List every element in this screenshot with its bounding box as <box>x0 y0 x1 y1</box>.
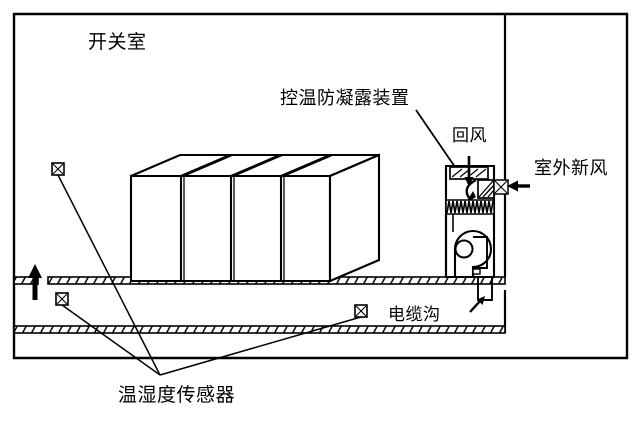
leader-sensor-3 <box>159 316 362 376</box>
fresh-air-damper <box>465 178 509 203</box>
room-label: 开关室 <box>88 31 147 53</box>
air-handling-unit <box>444 156 509 301</box>
trench-leader-arrow <box>469 296 485 313</box>
sensor-label: 温湿度传感器 <box>118 384 236 406</box>
leader-sensor-2 <box>61 304 161 376</box>
sensor-marker-trench-left <box>55 292 69 306</box>
sensor-marker-wall-upper <box>51 162 65 176</box>
supply-air-duct <box>472 268 493 301</box>
sensor-marker-trench-right <box>354 304 368 318</box>
return-air-label: 回风 <box>452 126 487 146</box>
airflow-arrows <box>28 180 530 313</box>
leader-device <box>415 109 456 168</box>
sensor-markers <box>51 162 368 318</box>
heating-cooling-coil <box>445 199 495 215</box>
leader-sensor-1 <box>57 174 161 376</box>
cable-trench-label: 电缆沟 <box>388 305 441 325</box>
fresh-air-inward-arrow <box>507 180 530 192</box>
device-label: 控温防凝露装置 <box>280 88 410 109</box>
upward-supply-arrow <box>28 264 42 300</box>
switchgear-cabinet-row <box>129 153 381 283</box>
return-air-damper <box>449 156 489 187</box>
fresh-air-label: 室外新风 <box>534 158 608 179</box>
centrifugal-fan <box>453 229 493 279</box>
leader-lines <box>57 109 456 376</box>
